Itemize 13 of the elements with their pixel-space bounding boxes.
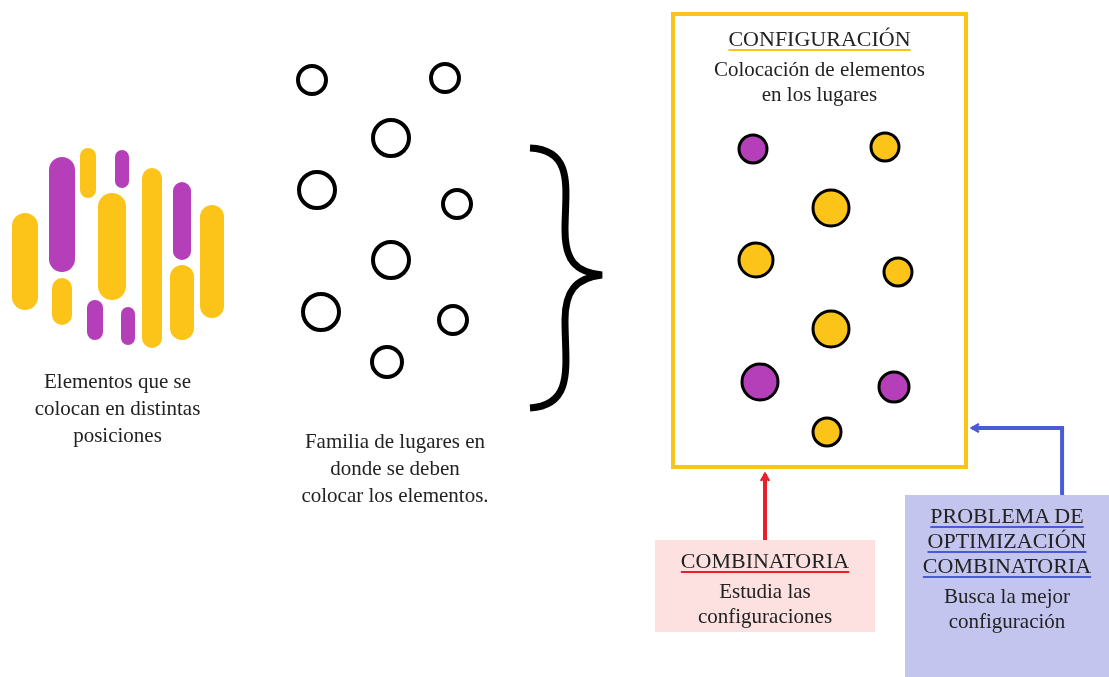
concept-box (655, 540, 875, 632)
heading-text: COMBINATORIA (679, 548, 851, 573)
caption-text: Elementos que se colocan en distintas posiciones (33, 368, 202, 449)
configuration-panel (671, 12, 968, 469)
description-text: Colocación de elementos en los lugares (712, 57, 927, 107)
heading-text: CONFIGURACIÓN (727, 26, 912, 51)
description-text: Busca la mejor configuración (943, 584, 1071, 634)
concept-box (905, 495, 1109, 677)
arrow (970, 422, 1065, 495)
heading-text: PROBLEMA DE OPTIMIZACIÓN COMBINATORIA (921, 503, 1093, 578)
caption-text: Familia de lugares en donde se deben colocar los elementos. (300, 428, 490, 509)
description-text: Estudia las configuraciones (696, 579, 834, 629)
arrow (759, 472, 771, 540)
